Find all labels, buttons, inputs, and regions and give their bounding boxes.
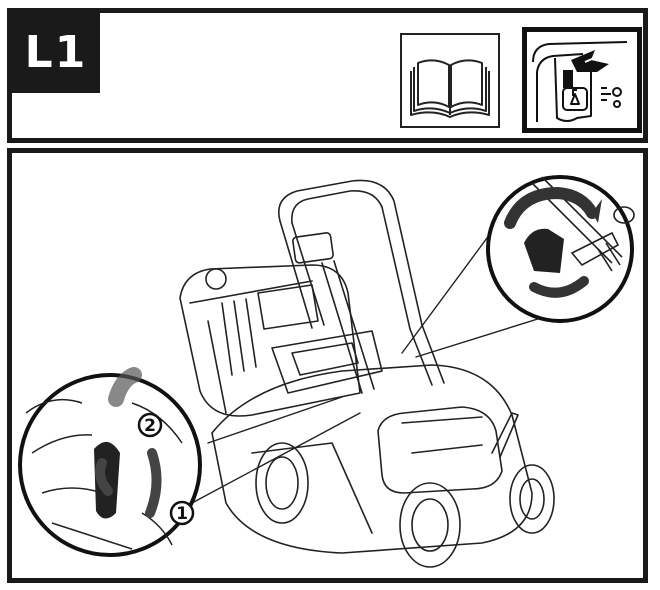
rear-wheel-left [255,442,309,524]
callout-2-circle [137,412,163,438]
grass-box [179,264,361,417]
front-wheel-left [399,482,461,568]
battery-compartment-detail-icon [522,27,642,133]
step-header: L1 [7,8,648,143]
step-label: L1 [12,13,100,93]
front-wheel-right [509,464,555,534]
mower-illustration: 2 1 [7,148,648,583]
mower-deck [211,364,533,554]
battery-cover [377,406,503,494]
upper-handle [278,179,423,326]
callout-1-circle [169,500,195,526]
zoom-detail-knob [486,175,635,323]
control-console [271,330,383,394]
callout-2-label: 2 [144,416,156,436]
callout-1-label: 1 [176,504,188,524]
open-book-icon [400,33,500,128]
zoom-detail-lever: 2 1 [18,367,202,557]
